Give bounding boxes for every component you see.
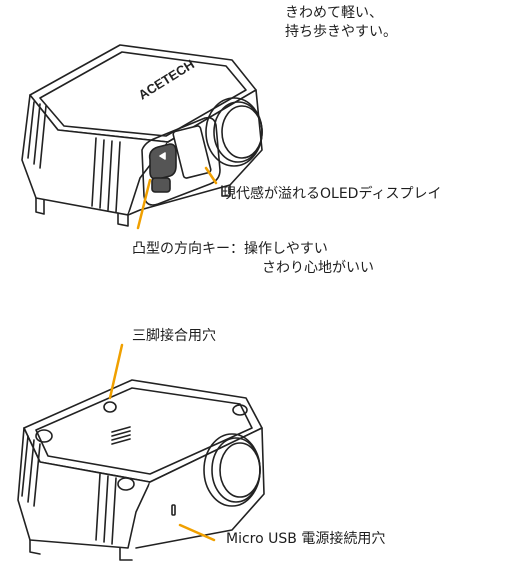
oled-label: 現代感が溢れるOLEDディスプレイ — [222, 186, 442, 202]
usb-label: Micro USB 電源接続用穴 — [226, 531, 386, 547]
keys-callout-line — [136, 178, 152, 230]
keys-label-line1: 凸型の方向キー：操作しやすい — [132, 241, 328, 257]
usb-callout-line — [178, 523, 216, 542]
lightweight-label-line1: きわめて軽い、 — [285, 5, 383, 21]
tripod-callout-line — [108, 343, 124, 400]
lightweight-label-line2: 持ち歩きやすい。 — [285, 24, 397, 40]
keys-label-line2: さわり心地がいい — [262, 260, 374, 276]
tripod-label: 三脚接合用穴 — [132, 328, 216, 344]
oled-callout-line — [204, 166, 218, 185]
